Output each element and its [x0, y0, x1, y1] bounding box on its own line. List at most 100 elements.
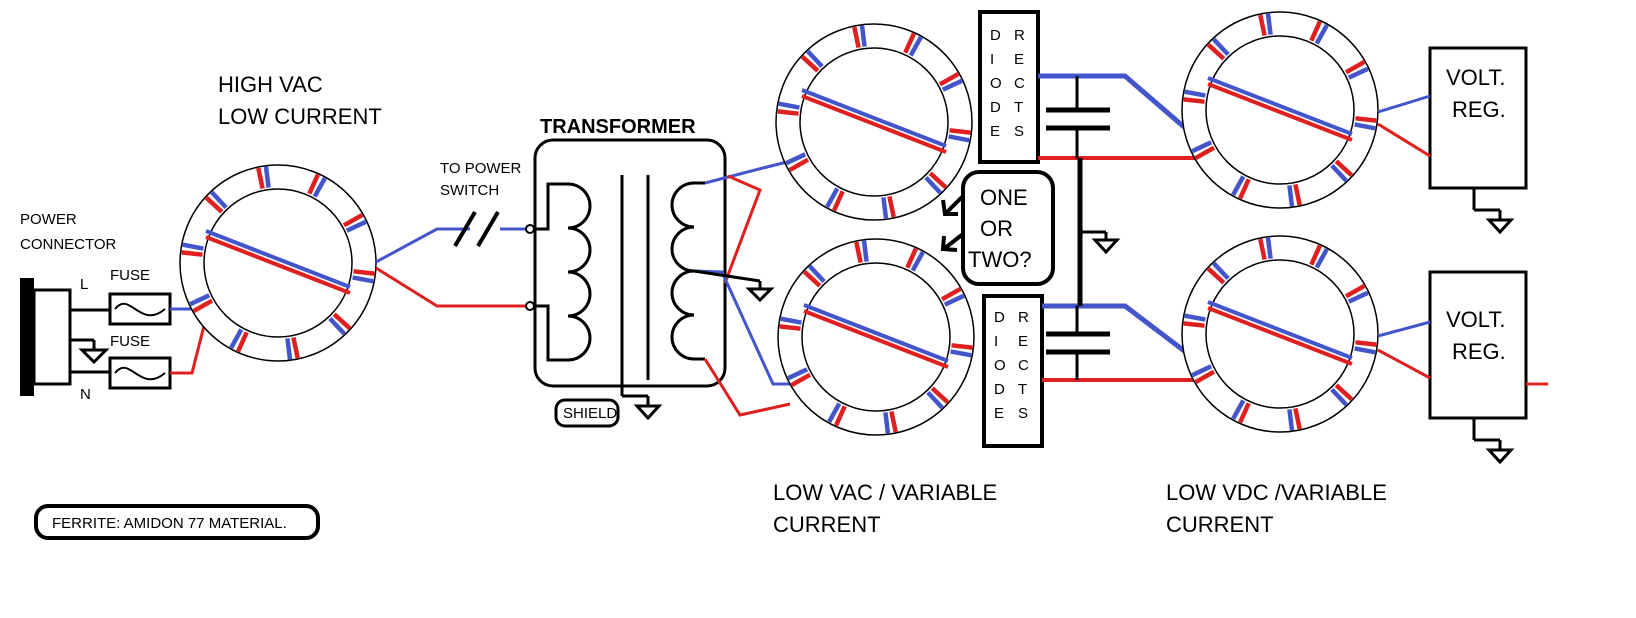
winding-turn	[903, 32, 916, 54]
transformer-label: TRANSFORMER	[540, 116, 696, 138]
neutral-label: N	[80, 386, 91, 403]
voltage-regulator-upper	[1377, 46, 1528, 235]
winding-turn	[1287, 185, 1295, 207]
to-power-switch-label-2: SWITCH	[440, 182, 499, 199]
low-vdc-label-2: CURRENT	[1166, 512, 1274, 537]
high-vac-label-2: LOW CURRENT	[218, 104, 382, 129]
winding-turn	[229, 328, 244, 349]
winding-turn	[883, 412, 891, 434]
vertical-letter: I	[990, 51, 994, 68]
ferrite-note	[34, 504, 320, 540]
winding-turn	[1309, 244, 1322, 266]
winding-turn	[1330, 387, 1348, 407]
one-or-two-note	[940, 170, 1055, 286]
vertical-letter: E	[994, 405, 1004, 422]
volt-reg-lower-label-1: VOLT.	[1446, 307, 1506, 332]
winding-turn	[1184, 89, 1206, 98]
winding-turn	[1314, 248, 1329, 269]
winding-turn	[1231, 175, 1246, 196]
low-vdc-label-1: LOW VDC /VARIABLE	[1166, 480, 1387, 505]
capacitor-lower	[1046, 306, 1110, 380]
winding-turn	[950, 349, 972, 358]
ground-symbol-reg-lower	[1485, 448, 1515, 465]
winding-turn	[1347, 66, 1369, 80]
winding-turn	[808, 264, 826, 284]
or-label: OR	[980, 216, 1013, 241]
vertical-letter: E	[1014, 51, 1024, 68]
winding-turn	[1354, 346, 1376, 355]
winding-turn	[1355, 340, 1377, 347]
winding-turn	[345, 219, 367, 233]
ground-symbol-dc	[1091, 232, 1121, 255]
fuse-top-label: FUSE	[110, 267, 150, 284]
winding-turn	[949, 128, 971, 135]
winding-turn	[312, 177, 327, 198]
winding-turn	[908, 36, 923, 57]
winding-turn	[926, 390, 944, 410]
winding-turn	[777, 109, 799, 116]
winding-turn	[779, 324, 801, 331]
voltage-regulator-lower	[1377, 270, 1548, 465]
winding-turn	[1334, 383, 1354, 401]
winding-turn	[905, 247, 918, 269]
winding-turn	[778, 101, 800, 110]
winding-turn	[210, 190, 228, 210]
volt-reg-lower-label-2: REG.	[1452, 339, 1506, 364]
winding-turn	[1293, 183, 1302, 206]
winding-turn	[859, 25, 867, 47]
high-vac-label-1: HIGH VAC	[218, 72, 323, 97]
winding-turn	[1265, 237, 1273, 259]
vertical-letter: I	[994, 333, 998, 350]
volt-reg-upper-label-2: REG.	[1452, 97, 1506, 122]
vertical-letter: C	[1014, 75, 1025, 92]
vertical-letter: R	[1018, 309, 1029, 326]
winding-turn	[352, 275, 374, 284]
winding-turn	[192, 298, 214, 314]
vertical-letter: S	[1014, 123, 1024, 140]
low-vac-label-1: LOW VAC / VARIABLE	[773, 480, 997, 505]
winding-turn	[827, 402, 842, 423]
winding-turn	[787, 367, 809, 381]
shield-label: SHIELD	[563, 405, 617, 422]
ferrite-toroid-ac-upper	[775, 23, 973, 221]
winding-turn	[263, 166, 271, 188]
winding-turn	[1258, 14, 1267, 37]
power-connector-label-2: CONNECTOR	[20, 236, 117, 253]
vertical-letter: R	[1014, 27, 1025, 44]
vertical-letter: T	[1014, 99, 1023, 116]
winding-turn	[951, 343, 973, 350]
winding-turn	[181, 250, 203, 257]
winding-turn	[930, 386, 950, 404]
winding-turn	[910, 251, 925, 272]
ferrite-toroid-dc-lower	[1181, 235, 1379, 433]
power-connector	[20, 278, 72, 396]
winding-turn	[1194, 369, 1216, 385]
ground-symbol-reg-upper	[1485, 218, 1515, 235]
winding-turn	[852, 26, 861, 49]
winding-turn	[353, 269, 375, 276]
winding-turn	[1330, 163, 1348, 183]
winding-turn	[854, 241, 863, 264]
winding-turn	[1344, 283, 1366, 299]
winding-turn	[1194, 145, 1216, 161]
winding-turn	[1191, 140, 1213, 154]
power-connector-label-1: POWER	[20, 211, 77, 228]
ferrite-toroid-ac-lower	[777, 238, 975, 436]
two-label: TWO?	[968, 247, 1032, 272]
winding-turn	[342, 212, 364, 228]
ground-symbol-transformer	[745, 281, 775, 303]
vertical-letter: T	[1018, 381, 1027, 398]
winding-turn	[788, 157, 810, 173]
winding-turn	[1238, 178, 1251, 200]
winding-turn	[802, 270, 822, 288]
transformer	[525, 138, 727, 398]
winding-turn	[1265, 13, 1273, 35]
winding-turn	[204, 196, 224, 214]
capacitor-upper	[1046, 76, 1110, 158]
vertical-letter: S	[1018, 405, 1028, 422]
winding-turn	[1184, 313, 1206, 322]
fuse-top	[108, 292, 172, 326]
